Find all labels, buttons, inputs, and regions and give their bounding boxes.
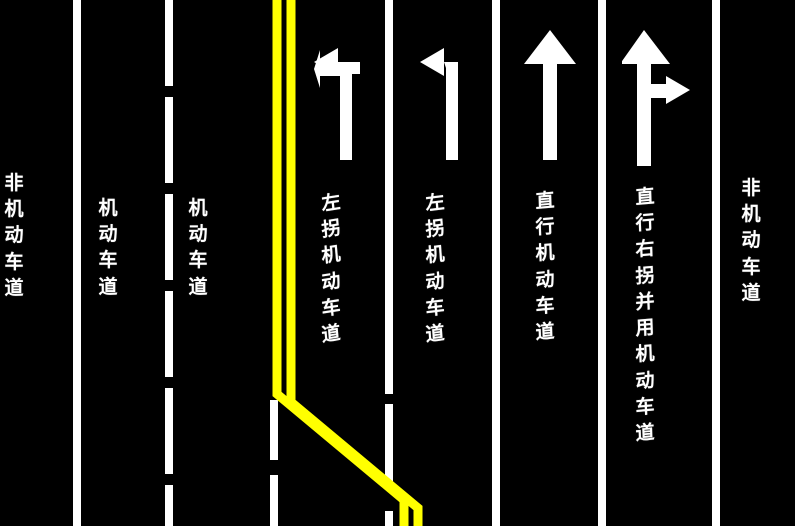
label-char: 机 bbox=[98, 197, 118, 219]
label-char: 机 bbox=[4, 198, 24, 221]
label-char: 道 bbox=[320, 321, 342, 347]
lane-label-1: 非 机 动 车 道 bbox=[3, 170, 25, 301]
straight-arrow-icon bbox=[524, 30, 576, 160]
label-char: 动 bbox=[741, 229, 761, 252]
lane-label-2: 机 动 车 道 bbox=[97, 195, 119, 300]
label-char: 机 bbox=[188, 197, 208, 219]
straight-right-arrow-icon bbox=[622, 30, 690, 166]
lane-label-6: 直 行 机 动 车 道 bbox=[534, 188, 556, 345]
label-char: 动 bbox=[320, 269, 342, 295]
label-char: 道 bbox=[4, 276, 24, 299]
label-char: 车 bbox=[635, 394, 655, 419]
label-char: 机 bbox=[424, 243, 446, 268]
label-char: 动 bbox=[4, 224, 24, 247]
lane-divider-solid-5 bbox=[712, 0, 720, 526]
label-char: 车 bbox=[741, 255, 761, 278]
label-char: 车 bbox=[4, 250, 24, 273]
label-char: 非 bbox=[741, 177, 761, 199]
label-char: 用 bbox=[635, 316, 655, 340]
label-char: 车 bbox=[535, 294, 555, 318]
label-char: 车 bbox=[320, 295, 342, 321]
label-char: 车 bbox=[98, 249, 118, 272]
lane-label-3: 机 动 车 道 bbox=[187, 195, 209, 300]
lane-divider-solid-1 bbox=[73, 0, 81, 526]
label-char: 左 bbox=[424, 190, 446, 216]
label-char: 行 bbox=[535, 215, 555, 240]
label-char: 道 bbox=[741, 281, 761, 304]
label-char: 道 bbox=[635, 421, 655, 445]
label-char: 道 bbox=[98, 275, 118, 298]
label-char: 动 bbox=[535, 267, 555, 292]
lane-label-8: 非 机 动 车 道 bbox=[740, 175, 762, 306]
lane-label-7: 直 行 右 拐 并 用 机 动 车 道 bbox=[634, 184, 656, 446]
label-char: 车 bbox=[188, 249, 208, 272]
label-char: 动 bbox=[635, 368, 655, 393]
label-char: 动 bbox=[424, 269, 446, 294]
label-char: 道 bbox=[535, 320, 555, 344]
label-char: 并 bbox=[635, 290, 655, 314]
label-char: 道 bbox=[424, 321, 446, 347]
label-char: 道 bbox=[188, 275, 208, 298]
lane-divider-solid-4 bbox=[598, 0, 606, 526]
lane-divider-dashed-1 bbox=[165, 0, 173, 526]
lane-divider-solid-2 bbox=[385, 0, 393, 394]
lane-divider-dashed-2 bbox=[385, 394, 393, 526]
label-char: 车 bbox=[424, 295, 446, 321]
dash-segment-left-a bbox=[270, 400, 278, 460]
label-char: 动 bbox=[98, 223, 118, 246]
label-char: 拐 bbox=[424, 217, 446, 242]
label-char: 动 bbox=[188, 223, 208, 246]
label-char: 机 bbox=[741, 203, 761, 226]
lane-label-5: 左 拐 机 动 车 道 bbox=[424, 190, 446, 347]
lane-divider-solid-3b bbox=[492, 0, 500, 526]
label-char: 直 bbox=[635, 185, 655, 209]
label-char: 机 bbox=[535, 241, 555, 266]
label-char: 直 bbox=[535, 189, 555, 213]
left-turn-arrow-icon-2 bbox=[420, 48, 458, 160]
label-char: 机 bbox=[635, 342, 655, 367]
dash-segment-left-b bbox=[270, 475, 278, 526]
lane-label-4: 左 拐 机 动 车 道 bbox=[320, 190, 342, 347]
label-char: 右 bbox=[635, 237, 655, 262]
left-turn-arrow-icon bbox=[314, 48, 360, 160]
label-char: 机 bbox=[320, 242, 342, 268]
label-char: 拐 bbox=[635, 263, 655, 288]
label-char: 非 bbox=[4, 172, 24, 194]
label-char: 行 bbox=[635, 211, 655, 236]
